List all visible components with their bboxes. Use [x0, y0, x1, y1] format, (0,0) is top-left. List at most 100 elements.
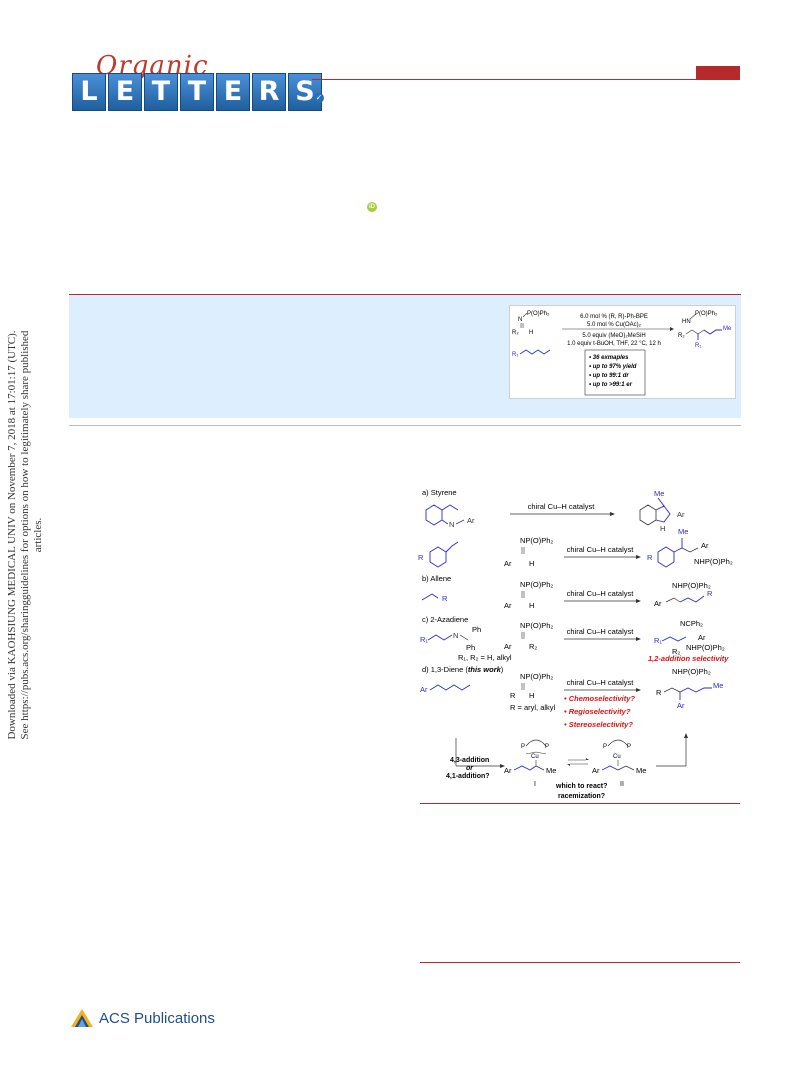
b-reagent: NP(O)Ph₂: [520, 580, 553, 589]
complex-i-me: Me: [546, 766, 556, 775]
c-r2: R₂: [529, 642, 537, 651]
figure-rule: [420, 803, 740, 804]
complex-i-ar: Ar: [504, 766, 512, 775]
b-r: R: [442, 594, 448, 603]
complex-ii-ar: Ar: [592, 766, 600, 775]
addition-label-1: 4,3-addition: [450, 757, 489, 764]
toc-prod-r1: R₁: [695, 343, 701, 349]
a2-h: H: [529, 559, 534, 568]
d-prod-me: Me: [713, 681, 723, 690]
download-notice: Downloaded via KAOHSIUNG MEDICAL UNIV on…: [6, 320, 46, 750]
orcid-icon[interactable]: iD: [367, 202, 377, 212]
abstract-bottom-rule: [69, 425, 741, 426]
d-question-chemo: • Chemoselectivity?: [564, 694, 635, 703]
a-prod-ar: Ar: [677, 510, 685, 519]
footnote-rule: [420, 962, 740, 963]
toc-reagent: P(O)Ph₂: [527, 311, 550, 317]
a-catalyst: chiral Cu–H catalyst: [528, 502, 596, 511]
toc-h: H: [529, 330, 533, 336]
a2-ar: Ar: [504, 559, 512, 568]
toc-cond2: 5.0 mol % Cu(OAc)₂: [587, 322, 642, 328]
acs-publications-text: ACS Publications: [99, 1010, 215, 1027]
c-catalyst: chiral Cu–H catalyst: [567, 627, 635, 636]
section-a-label: a) Styrene: [422, 488, 457, 497]
d-r: R: [510, 691, 516, 700]
journal-logo-letters: L E T T E R S: [72, 73, 322, 111]
c-n: N: [453, 631, 458, 640]
b-prod-ar: Ar: [654, 599, 662, 608]
a2-catalyst: chiral Cu–H catalyst: [567, 545, 635, 554]
c-note: R₁, R₂ = H, alkyl: [458, 653, 512, 662]
a-h: H: [660, 524, 665, 533]
logo-letter: E: [108, 73, 142, 111]
c-prod-r1: R₁: [654, 636, 662, 645]
d-prod-r: R: [656, 688, 662, 697]
toc-cond3: 5.0 equiv (MeO)₂MeSiH: [582, 333, 645, 339]
download-notice-line1: Downloaded via KAOHSIUNG MEDICAL UNIV on…: [6, 330, 18, 740]
p-label: P: [521, 744, 525, 750]
d-reagent: NP(O)Ph₂: [520, 672, 553, 681]
acs-logo-icon: [71, 1009, 93, 1027]
a-ar: Ar: [467, 516, 475, 525]
logo-letter: E: [216, 73, 250, 111]
a2-reagent: NP(O)Ph₂: [520, 536, 553, 545]
c-product: NHP(O)Ph₂: [686, 643, 725, 652]
toc-cond1: 6.0 mol % (R, R)-Ph-BPE: [580, 314, 648, 320]
p-label: P: [603, 744, 607, 750]
verified-check-icon: ✓: [314, 93, 324, 103]
logo-letter: T: [180, 73, 214, 111]
a2-me: Me: [678, 527, 688, 536]
toc-product-label: P(O)Ph₂: [695, 311, 718, 317]
c-prod-r2: R₂: [672, 647, 680, 656]
a2-prod-ar: Ar: [701, 541, 709, 550]
b-h: H: [529, 601, 534, 610]
addition-or: or: [466, 765, 474, 772]
d-prod-ar: Ar: [677, 701, 685, 710]
b-ar: Ar: [504, 601, 512, 610]
toc-r2: R₂: [512, 330, 519, 336]
d-question-regio: • Regioselectivity?: [564, 707, 631, 716]
toc-bullet: • up to >99:1 er: [589, 382, 633, 388]
cu-label: Cu: [531, 754, 539, 760]
d-product: NHP(O)Ph₂: [672, 667, 711, 676]
logo-letter: R: [252, 73, 286, 111]
section-d-label: d) 1,3-Diene (this work): [422, 665, 504, 674]
toc-bullet: • up to 97% yield: [589, 364, 637, 370]
toc-me: Me: [723, 326, 732, 332]
d-catalyst: chiral Cu–H catalyst: [567, 678, 635, 687]
toc-bullet: • up to 99:1 dr: [589, 373, 629, 379]
c-ph: Ph: [472, 625, 481, 634]
a2-prod-r: R: [647, 553, 653, 562]
c-selectivity: 1,2-addition selectivity: [648, 654, 729, 663]
a2-product: NHP(O)Ph₂: [694, 557, 733, 566]
d-note: R = aryl, alkyl: [510, 703, 556, 712]
toc-bullet: • 36 exmaples: [589, 355, 629, 361]
p-label: P: [545, 744, 549, 750]
c-reagent: NP(O)Ph₂: [520, 621, 553, 630]
d-ar: Ar: [420, 685, 428, 694]
d-h: H: [529, 691, 534, 700]
toc-prod-r2: R₂: [678, 333, 685, 339]
a2-r: R: [418, 553, 424, 562]
toc-r1: R₁: [512, 352, 518, 358]
racemization: racemization?: [558, 793, 605, 800]
complex-ii-label: II: [620, 781, 624, 788]
acs-publications-logo: ACS Publications: [69, 1007, 229, 1037]
toc-n: N: [518, 317, 522, 323]
c-prod-ar: Ar: [698, 633, 706, 642]
c-product-top: NCPh₂: [680, 619, 703, 628]
cu-label: Cu: [613, 754, 621, 760]
toc-graphic: P(O)Ph₂ N R₂ H R₁ 6.0 mol % (R, R)-Ph-BP…: [509, 305, 736, 399]
addition-label-2: 4,1-addition?: [446, 773, 490, 780]
complex-i-label: I: [534, 781, 536, 788]
journal-logo: Organic L E T T E R S ✓: [72, 51, 324, 113]
b-product: NHP(O)Ph₂: [672, 581, 711, 590]
p-label: P: [627, 744, 631, 750]
c-ar: Ar: [504, 642, 512, 651]
logo-letter: L: [72, 73, 106, 111]
header-rule: [312, 79, 740, 80]
toc-hn: HN: [682, 319, 691, 325]
d-question-stereo: • Stereoselectivity?: [564, 720, 633, 729]
section-c-label: c) 2-Azadiene: [422, 615, 468, 624]
toc-cond4: 1.0 equiv t-BuOH, THF, 22 °C, 12 h: [567, 341, 661, 347]
